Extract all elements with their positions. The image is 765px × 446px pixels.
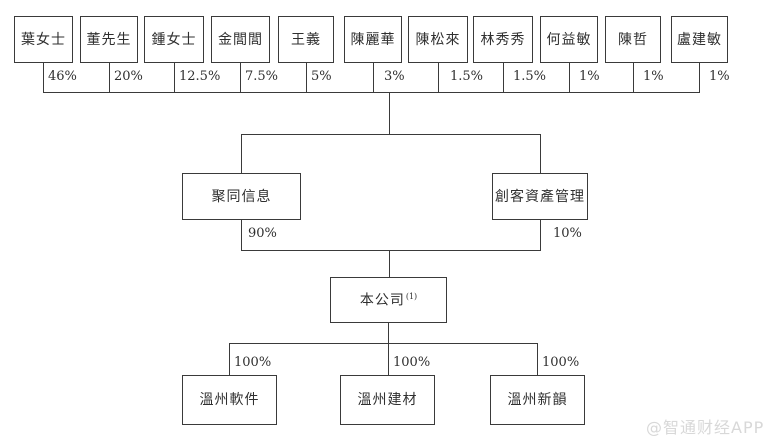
ownership-pct-label: 7.5%	[245, 69, 279, 84]
company-box: 本公司(1)	[330, 277, 447, 323]
shareholder-box: 葉女士	[14, 16, 73, 63]
holdco-name: 聚同信息	[211, 188, 272, 205]
ownership-pct-label: 1%	[643, 69, 664, 84]
connector-line	[241, 220, 242, 250]
holdco-box: 創客資產管理	[492, 173, 588, 220]
ownership-pct-label: 90%	[248, 226, 277, 241]
connector-line	[537, 343, 538, 375]
ownership-pct-label: 1.5%	[450, 69, 484, 84]
ownership-pct-label: 1%	[579, 69, 600, 84]
connector-line	[229, 343, 538, 344]
shareholder-name: 陳松來	[415, 31, 461, 48]
connector-line	[306, 63, 307, 92]
ownership-pct-label: 3%	[384, 69, 405, 84]
connector-line	[373, 63, 374, 92]
connector-line	[43, 63, 44, 92]
connector-line	[503, 63, 504, 92]
shareholder-box: 陳哲	[605, 16, 661, 63]
shareholder-box: 金閭閭	[211, 16, 270, 63]
subsidiary-name: 溫州新韻	[507, 392, 568, 408]
footnote-ref: (1)	[405, 291, 418, 301]
subsidiary-box: 溫州建材	[340, 375, 435, 425]
shareholder-name: 盧建敏	[677, 31, 722, 48]
subsidiary-name: 溫州建材	[357, 392, 418, 408]
shareholder-name: 金閭閭	[218, 31, 263, 48]
shareholder-box: 陳松來	[408, 16, 468, 63]
connector-line	[109, 63, 110, 92]
connector-line	[174, 63, 175, 92]
connector-line	[388, 343, 389, 375]
holdco-name: 創客資產管理	[495, 188, 585, 205]
shareholder-box: 鍾女士	[144, 16, 204, 63]
shareholder-name: 何益敏	[546, 31, 592, 48]
ownership-pct-label: 100%	[234, 355, 272, 370]
ownership-pct-label: 5%	[311, 69, 332, 84]
shareholder-box: 董先生	[80, 16, 138, 63]
watermark: @智通财经APP	[646, 418, 765, 437]
connector-line	[633, 63, 634, 92]
connector-line	[43, 92, 700, 93]
connector-line	[388, 323, 389, 343]
connector-line	[241, 134, 242, 173]
connector-line	[438, 63, 439, 92]
shareholder-box: 林秀秀	[473, 16, 533, 63]
subsidiary-box: 溫州軟件	[182, 375, 277, 425]
company-name: 本公司(1)	[359, 291, 418, 309]
ownership-pct-label: 1%	[709, 69, 730, 84]
shareholder-box: 王義	[278, 16, 334, 63]
shareholder-name: 葉女士	[21, 31, 66, 48]
connector-line	[240, 63, 241, 92]
shareholder-name: 陳哲	[618, 31, 648, 48]
shareholder-name: 鍾女士	[151, 31, 197, 48]
connector-line	[540, 134, 541, 173]
shareholder-name: 董先生	[86, 31, 132, 48]
subsidiary-box: 溫州新韻	[490, 375, 585, 425]
ownership-pct-label: 1.5%	[513, 69, 547, 84]
connector-line	[569, 63, 570, 92]
shareholder-name: 陳麗華	[350, 31, 396, 48]
connector-line	[241, 134, 541, 135]
holdco-box: 聚同信息	[182, 173, 301, 220]
connector-line	[389, 250, 390, 277]
ownership-pct-label: 10%	[553, 226, 582, 241]
shareholder-box: 何益敏	[540, 16, 598, 63]
ownership-pct-label: 100%	[542, 355, 580, 370]
subsidiary-name: 溫州軟件	[199, 392, 260, 408]
connector-line	[699, 63, 700, 92]
connector-line	[540, 220, 541, 250]
connector-line	[229, 343, 230, 375]
ownership-pct-label: 20%	[114, 69, 143, 84]
ownership-pct-label: 46%	[48, 69, 77, 84]
shareholder-box: 陳麗華	[344, 16, 402, 63]
shareholder-name: 林秀秀	[480, 31, 526, 48]
shareholder-name: 王義	[291, 31, 321, 48]
connector-line	[389, 92, 390, 134]
ownership-pct-label: 100%	[393, 355, 431, 370]
ownership-pct-label: 12.5%	[179, 69, 221, 84]
shareholder-box: 盧建敏	[671, 16, 728, 63]
connector-line	[241, 250, 541, 251]
